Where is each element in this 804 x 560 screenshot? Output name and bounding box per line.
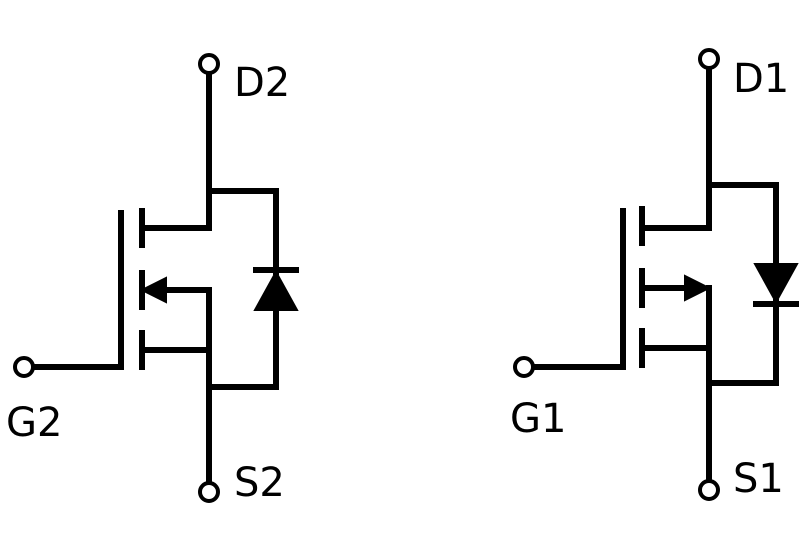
q2-source-terminal xyxy=(198,481,220,503)
q2-channel-arrow-icon xyxy=(139,276,167,304)
q2-body-diode-icon xyxy=(253,269,299,311)
q1-drain-label: D1 xyxy=(733,56,789,102)
q1-gate-label: G1 xyxy=(510,396,566,442)
q2-gate-label: G2 xyxy=(6,400,62,446)
q2-gate-terminal xyxy=(13,356,35,378)
q1-gate-terminal xyxy=(513,356,535,378)
q1-source-label: S1 xyxy=(733,456,784,502)
q2-drain-terminal xyxy=(198,53,220,75)
transistor-q1: D1 G1 S1 xyxy=(510,48,799,502)
q1-body-diode-icon xyxy=(753,263,799,305)
q1-source-terminal xyxy=(698,479,720,501)
q1-channel-arrow-icon xyxy=(684,274,712,302)
transistor-q2: D2 G2 S2 xyxy=(6,53,299,506)
q1-drain-terminal xyxy=(698,48,720,70)
q2-source-label: S2 xyxy=(234,460,285,506)
q2-drain-label: D2 xyxy=(234,60,290,106)
